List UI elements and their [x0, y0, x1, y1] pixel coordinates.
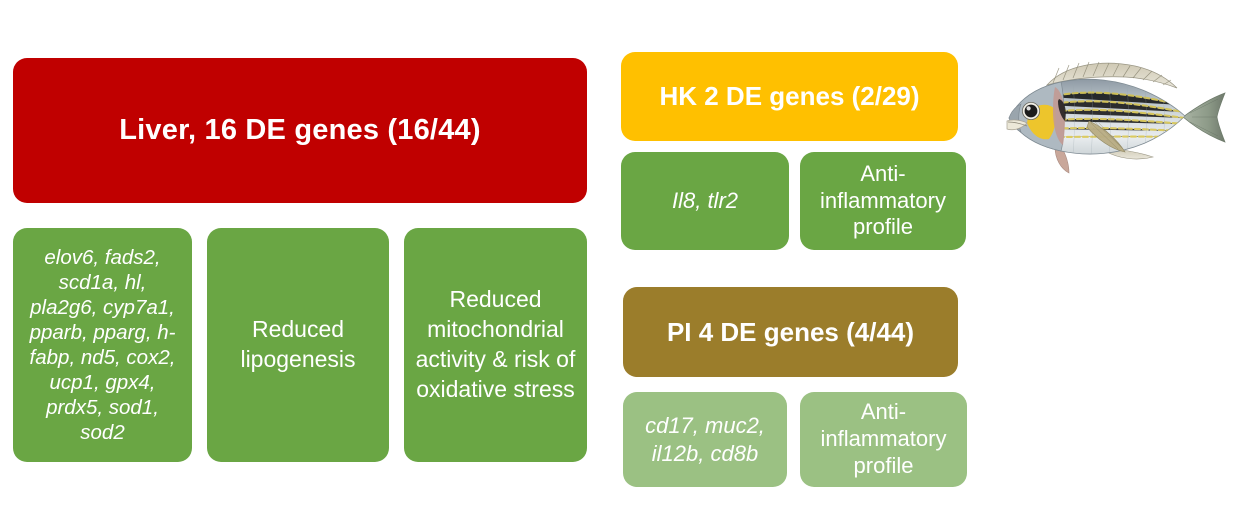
head-kidney-effect-box: Anti-inflammatory profile [800, 152, 966, 250]
posterior-intestine-gene-list-box: cd17, muc2, il12b, cd8b [623, 392, 787, 487]
liver-effect-lipogenesis-box: Reduced lipogenesis [207, 228, 389, 462]
posterior-intestine-effect-box: Anti-inflammatory profile [800, 392, 967, 487]
liver-gene-list-box: elov6, fads2, scd1a, hl, pla2g6, cyp7a1,… [13, 228, 192, 462]
liver-effect-mitochondrial-box: Reduced mitochondrial activity & risk of… [404, 228, 587, 462]
head-kidney-header-box: HK 2 DE genes (2/29) [621, 52, 958, 141]
sea-bream-fish-icon [985, 55, 1235, 175]
liver-header-box: Liver, 16 DE genes (16/44) [13, 58, 587, 203]
posterior-intestine-header-box: PI 4 DE genes (4/44) [623, 287, 958, 377]
head-kidney-gene-list-box: Il8, tlr2 [621, 152, 789, 250]
